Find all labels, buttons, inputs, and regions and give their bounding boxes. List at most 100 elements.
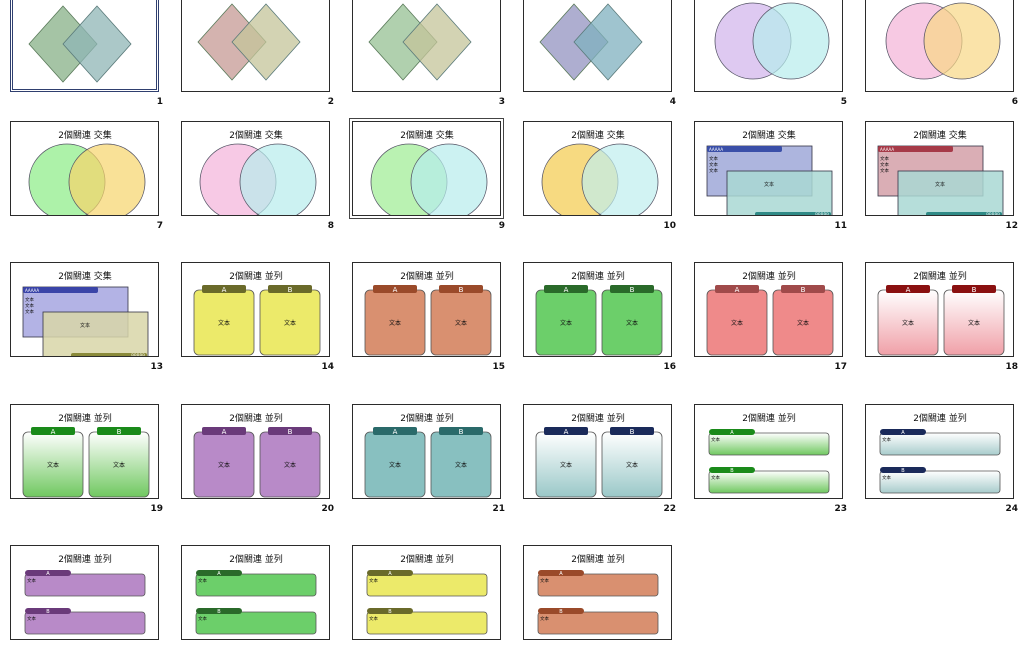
row-header-label: A bbox=[901, 430, 905, 436]
column-text: 文本 bbox=[902, 319, 914, 327]
venn-circle-right bbox=[239, 143, 317, 215]
row-header-label: B bbox=[559, 609, 563, 615]
slide-number: 9 bbox=[498, 221, 505, 231]
slide-thumbnail[interactable] bbox=[181, 0, 330, 92]
slide-thumbnail[interactable] bbox=[694, 0, 843, 92]
slide-thumbnail[interactable]: 2個關連 交集 bbox=[349, 118, 504, 219]
slide-thumbnail[interactable] bbox=[523, 0, 672, 92]
column-header bbox=[952, 285, 996, 293]
box-tag-2: BBBBB bbox=[986, 212, 1000, 216]
slide-graphic: 2個關連 交集 bbox=[199, 129, 317, 215]
column-text: 文本 bbox=[731, 319, 743, 327]
slide-number: 3 bbox=[498, 97, 505, 107]
column-text: 文本 bbox=[797, 319, 809, 327]
slide-thumbnail[interactable] bbox=[10, 0, 159, 92]
column-header bbox=[97, 427, 141, 435]
circle-right bbox=[923, 2, 1001, 80]
slide-number: 17 bbox=[834, 362, 847, 372]
venn-circle-right bbox=[68, 143, 146, 215]
row-header-label: B bbox=[46, 609, 50, 615]
row-header bbox=[367, 608, 413, 614]
slide-title: 2個關連 並列 bbox=[571, 553, 625, 565]
row-header bbox=[367, 570, 413, 576]
slide-graphic bbox=[28, 5, 132, 83]
overlap-box-front bbox=[897, 170, 1004, 215]
row-box bbox=[537, 573, 659, 597]
column-header-label: A bbox=[735, 286, 740, 294]
row-header-label: B bbox=[388, 609, 392, 615]
column-header bbox=[268, 285, 312, 293]
slide-thumbnail[interactable] bbox=[865, 0, 1014, 92]
slide-thumbnail[interactable]: 2個關連 交集 bbox=[181, 121, 330, 216]
box-header-bar bbox=[23, 287, 98, 293]
slide-number: 5 bbox=[840, 97, 847, 107]
slide-thumbnail[interactable]: 2個關連 交集 bbox=[523, 121, 672, 216]
column-text: 文本 bbox=[455, 461, 467, 469]
column-header-label: B bbox=[801, 286, 806, 294]
box-footer-bar bbox=[926, 212, 1002, 215]
row-header bbox=[196, 570, 242, 576]
row-text: 文本 bbox=[882, 474, 891, 481]
column-header bbox=[268, 427, 312, 435]
row-text: 文本 bbox=[711, 474, 720, 481]
circle-right bbox=[752, 2, 830, 80]
slide-title: 2個關連 交集 bbox=[400, 129, 454, 141]
row-box bbox=[195, 611, 317, 635]
column-text: 文本 bbox=[284, 319, 296, 327]
box-footer-bar bbox=[755, 212, 831, 215]
column-header bbox=[439, 285, 483, 293]
row-text: 文本 bbox=[540, 577, 549, 584]
column-text: 文本 bbox=[284, 461, 296, 469]
column-text: 文本 bbox=[389, 319, 401, 327]
slide-graphic bbox=[885, 2, 1001, 80]
slide-number: 18 bbox=[1005, 362, 1018, 372]
column-header-label: A bbox=[222, 428, 227, 436]
box-tag-2: BBBBB bbox=[131, 353, 145, 357]
row-text: 文本 bbox=[540, 615, 549, 622]
row-text: 文本 bbox=[27, 615, 36, 622]
slide-title: 2個關連 並列 bbox=[742, 412, 796, 424]
row-text: 文本 bbox=[198, 577, 207, 584]
slide-graphic bbox=[539, 3, 643, 81]
row-box bbox=[24, 573, 146, 597]
slide-thumbnail[interactable]: 2個關連 交集 bbox=[10, 121, 159, 216]
column-header-label: B bbox=[288, 428, 293, 436]
column-header-label: A bbox=[906, 286, 911, 294]
box-label: 文本 bbox=[935, 181, 945, 188]
row-box bbox=[24, 611, 146, 635]
slide-number: 20 bbox=[321, 504, 334, 514]
column-text: 文本 bbox=[389, 461, 401, 469]
slide-title: 2個關連 並列 bbox=[571, 412, 625, 424]
column-text: 文本 bbox=[560, 319, 572, 327]
column-header bbox=[31, 427, 75, 435]
row-header bbox=[196, 608, 242, 614]
row-box bbox=[708, 432, 830, 456]
slide-thumbnail[interactable] bbox=[352, 0, 501, 92]
row-header-label: A bbox=[217, 571, 221, 577]
